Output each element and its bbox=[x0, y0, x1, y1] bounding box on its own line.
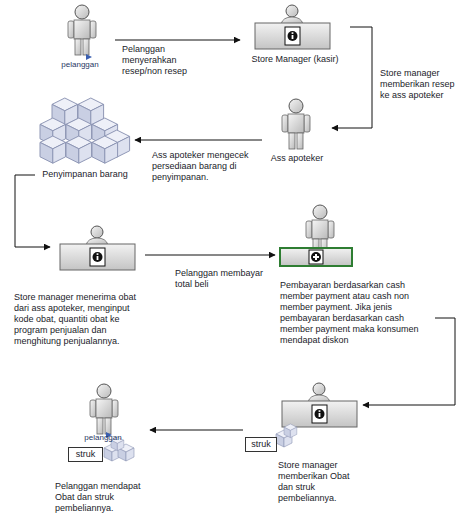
edge-label: Ass apoteker mengecek persediaan barang … bbox=[152, 150, 260, 183]
edge-label: Store manager memberikan resep ke ass ap… bbox=[380, 68, 464, 101]
flow-arrow bbox=[115, 40, 240, 41]
process-node: Store manager memberikan Obat dan struk … bbox=[243, 378, 363, 508]
cashier-node: Store Manager (kasir) bbox=[240, 3, 350, 65]
node-text: Store manager menerima obat dari ass apo… bbox=[14, 292, 144, 347]
node-text: Store Manager (kasir) bbox=[240, 54, 350, 65]
flow-arrow bbox=[15, 175, 50, 247]
payment-desk bbox=[280, 205, 352, 266]
flow-arrow bbox=[150, 430, 243, 431]
node-text: Store manager memberikan Obat dan struk … bbox=[278, 460, 363, 504]
actor-node: pelangganPelanggan mendapat Obat dan str… bbox=[50, 383, 150, 523]
edge-label: Pelanggan menyerahkan resep/non resep bbox=[122, 44, 204, 77]
edge-label: Pelanggan membayar total beli bbox=[175, 268, 271, 290]
flow-arrow bbox=[145, 255, 275, 256]
flow-arrow bbox=[135, 140, 262, 141]
box-label: struk bbox=[69, 449, 102, 460]
cashier-desk bbox=[255, 5, 330, 49]
assistant-figure bbox=[282, 99, 310, 149]
receipt-box: struk bbox=[245, 437, 277, 452]
node-text: pelanggan bbox=[45, 60, 115, 70]
storage-cubes bbox=[40, 98, 130, 163]
process-node: Store manager menerima obat dari ass apo… bbox=[50, 222, 145, 347]
node-text: pelanggan bbox=[78, 433, 128, 443]
node-text: Ass apoteker bbox=[262, 153, 332, 164]
actor-node: Ass apoteker bbox=[262, 95, 332, 165]
box-label: struk bbox=[246, 439, 276, 450]
handover-desk bbox=[276, 383, 357, 447]
node-text: Pembayaran berdasarkan cash member payme… bbox=[280, 280, 430, 346]
actor-node: pelanggan bbox=[45, 3, 115, 73]
receipt-box: struk bbox=[68, 447, 103, 462]
customer-figure bbox=[68, 5, 96, 60]
payment-node: Pembayaran berdasarkan cash member payme… bbox=[275, 205, 435, 347]
manager-desk bbox=[60, 226, 135, 270]
storage-node: Penyimpanan barang bbox=[35, 92, 135, 182]
node-text: Penyimpanan barang bbox=[35, 169, 135, 180]
flow-arrow bbox=[332, 27, 372, 128]
node-text: Pelanggan mendapat Obat dan struk pembel… bbox=[55, 481, 145, 514]
